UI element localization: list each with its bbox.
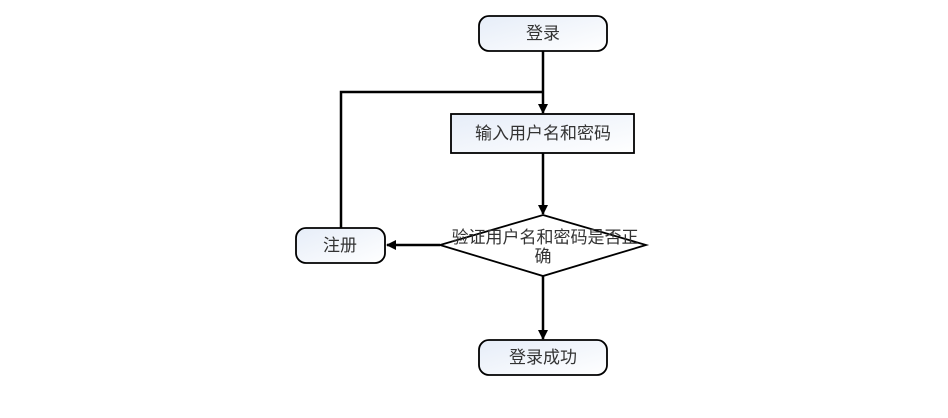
node-login: 登录 — [478, 15, 608, 52]
node-input-label: 输入用户名和密码 — [475, 124, 611, 144]
node-success-label: 登录成功 — [509, 348, 577, 368]
node-input: 输入用户名和密码 — [450, 113, 635, 154]
edge-register-to-input — [339, 90, 543, 229]
node-success: 登录成功 — [478, 339, 608, 376]
node-verify-label-line2: 确 — [535, 247, 552, 267]
node-register: 注册 — [295, 227, 386, 264]
node-verify-label-line1: 验证用户名和密码是否正 — [452, 228, 639, 248]
node-register-label: 注册 — [323, 236, 357, 256]
node-verify: 验证用户名和密码是否正 确 — [436, 214, 650, 277]
node-login-label: 登录 — [526, 24, 560, 44]
